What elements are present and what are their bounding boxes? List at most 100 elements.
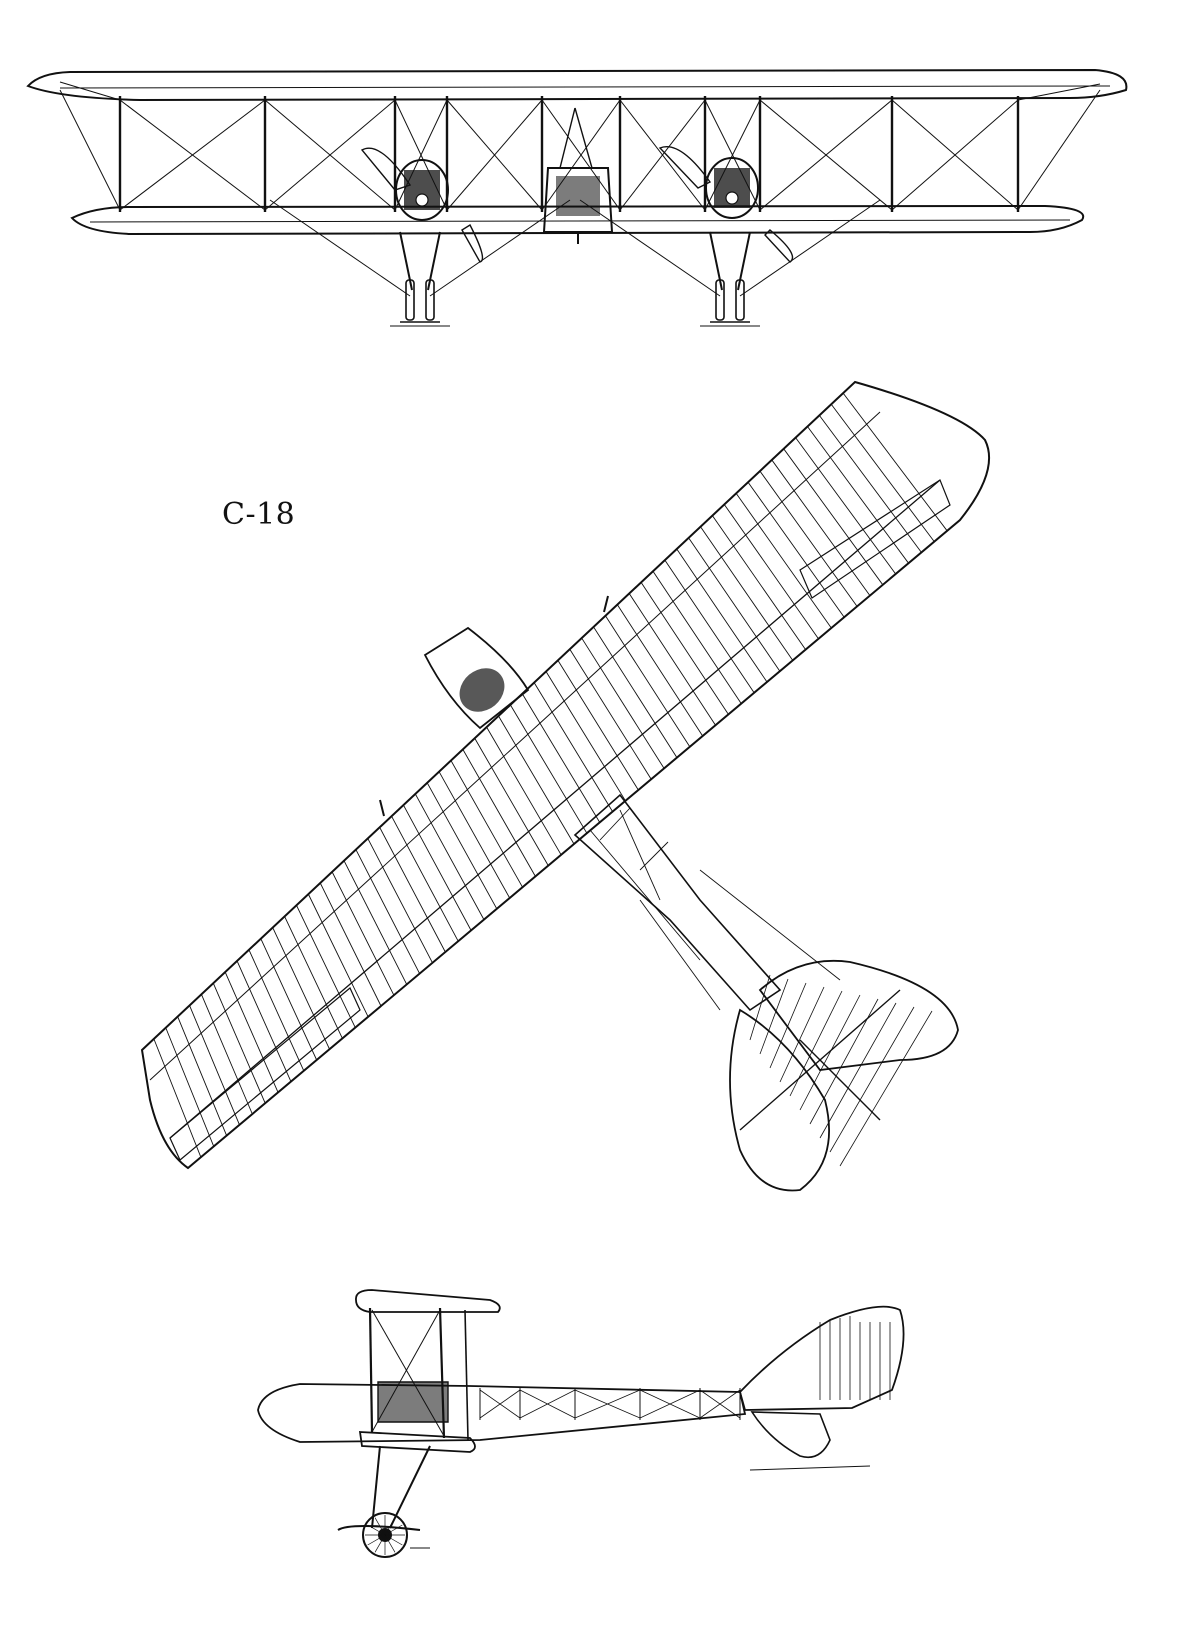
wing-rib: [594, 627, 677, 758]
tail-rib: [760, 979, 788, 1054]
wheel-spoke: [385, 1535, 395, 1552]
boom-bracing: [620, 810, 660, 900]
engine-hub: [726, 192, 738, 204]
wing-tip-wire: [1018, 84, 1100, 100]
lower-wing-spar: [90, 220, 1070, 222]
aircraft-designation-label: C-18: [222, 497, 296, 532]
tail-rib: [800, 995, 860, 1110]
ventral-fin: [752, 1412, 830, 1457]
wing-rib: [701, 527, 793, 661]
wheel-spoke: [375, 1535, 385, 1552]
wing-rib: [463, 749, 536, 876]
wing-rib: [558, 660, 638, 790]
wheel: [406, 280, 414, 320]
wing-rib: [415, 794, 484, 920]
wing-rib: [403, 805, 471, 930]
engine-hub: [416, 194, 428, 206]
wing-rib: [760, 471, 857, 606]
propeller-blade: [362, 148, 410, 190]
propeller-blade: [462, 225, 482, 262]
wing-rib: [261, 939, 317, 1060]
wing-spar: [150, 412, 880, 1080]
bracing-wire: [542, 100, 620, 210]
wing-rib: [451, 761, 523, 888]
boom-bracing: [600, 808, 630, 840]
wing-rib: [475, 738, 549, 865]
side-view: [258, 1290, 904, 1557]
cockpit-opening: [459, 668, 505, 712]
boom-wire: [640, 1390, 700, 1418]
wing-rib: [308, 894, 368, 1017]
wing-rib: [831, 404, 934, 541]
wing-rib: [570, 649, 651, 779]
tail-boom: [575, 795, 780, 1010]
boom-wire: [575, 1390, 640, 1418]
tail-rib: [830, 1007, 914, 1152]
gear-strut: [390, 1446, 430, 1528]
wing-rib: [796, 438, 896, 574]
gear-bracing-wire: [430, 200, 570, 296]
tail-rib: [770, 983, 806, 1068]
rudder-post: [800, 1040, 880, 1120]
wing-rib: [273, 928, 330, 1050]
wing-rib: [748, 482, 844, 617]
upper-wing-spar: [60, 86, 1110, 88]
wing-rib: [534, 683, 612, 812]
tail-rib: [840, 1011, 932, 1166]
wing-rib: [427, 783, 497, 909]
interplane-strut: [465, 1310, 468, 1440]
boom-wire: [480, 1390, 520, 1418]
gear-bracing-wire: [740, 200, 880, 296]
wing-rib: [772, 460, 870, 596]
wing-rib: [166, 1028, 214, 1147]
propeller-blade: [660, 147, 710, 188]
strut-stub: [604, 596, 608, 612]
bracing-wire: [265, 100, 395, 210]
tail-rib: [750, 975, 770, 1040]
wing-rib: [213, 983, 265, 1103]
gear-bracing-wire: [580, 200, 720, 296]
wing-rib: [510, 705, 586, 833]
wing-rib: [178, 1017, 227, 1136]
wing-tip-wire: [60, 82, 120, 100]
wing-rib: [201, 994, 252, 1114]
wing-rib: [249, 950, 304, 1071]
wing-rib: [487, 727, 562, 855]
horizontal-tailplane: [760, 961, 958, 1070]
wing-rib: [582, 638, 664, 768]
left-aileron: [170, 988, 360, 1160]
boom-wire: [520, 1390, 575, 1418]
wing-rib: [522, 694, 599, 823]
wing-rib: [784, 449, 883, 585]
bracing-wire: [760, 100, 892, 210]
wing-rib: [392, 816, 459, 941]
tail-rib: [820, 1003, 896, 1138]
wing-rib: [237, 961, 291, 1082]
bracing-wire: [620, 100, 705, 210]
wing-tip-wire: [60, 90, 120, 210]
vertical-fin: [740, 1307, 904, 1410]
wing-rib: [807, 427, 908, 564]
wheel: [363, 1513, 407, 1557]
right-aileron: [800, 480, 950, 598]
wing-rib: [665, 560, 754, 693]
boom-bracing: [590, 830, 700, 960]
wing-rib: [546, 671, 625, 800]
engine: [378, 1382, 448, 1422]
interplane-strut: [370, 1308, 372, 1432]
bracing-wire: [120, 100, 265, 210]
bracing-wire: [395, 100, 447, 210]
wing-rib: [605, 616, 689, 747]
tail-wire: [640, 900, 720, 1010]
wing-rib: [320, 883, 381, 1006]
boom-wire: [700, 1390, 740, 1418]
central-fuselage: [544, 168, 612, 232]
tail-rib: [780, 987, 824, 1082]
wing-planform: [142, 382, 989, 1168]
wing-rib: [356, 850, 420, 974]
wing-rib: [499, 716, 575, 844]
wing-rib: [712, 516, 805, 650]
lower-wing: [72, 206, 1083, 234]
wing-rib: [843, 393, 947, 531]
